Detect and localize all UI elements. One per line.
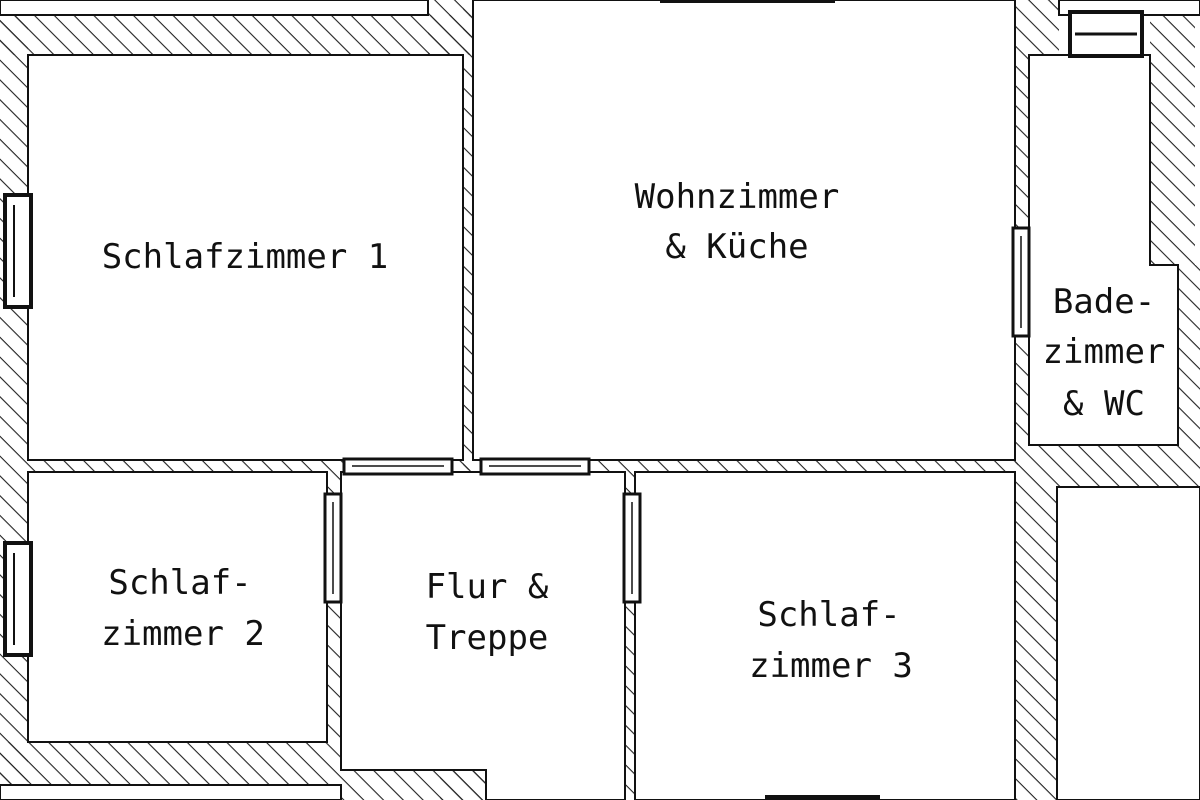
- window-icon: [3, 541, 33, 657]
- room-right-lower: [1056, 486, 1200, 800]
- label-wohnzimmer-line1: Wohnzimmer: [635, 177, 840, 217]
- room-bottom-left-fragment: [0, 784, 342, 800]
- wall-right-lower: [1029, 487, 1057, 800]
- wall-interior-vertical-1: [463, 0, 473, 470]
- room-flur: [340, 471, 626, 800]
- wall-right-top: [1029, 0, 1059, 55]
- door-icon: [323, 226, 1031, 604]
- wall-right-inner: [1015, 0, 1029, 800]
- label-schlafzimmer-3-line2: zimmer 3: [749, 646, 913, 686]
- label-bad-line2: zimmer: [1043, 332, 1166, 372]
- wall-top-left: [0, 15, 470, 55]
- room-wohnzimmer: [472, 0, 1016, 461]
- label-flur-line1: Flur &: [426, 567, 549, 607]
- room-bad: [1028, 54, 1179, 446]
- wall-left: [0, 15, 28, 785]
- label-schlafzimmer-1: Schlafzimmer 1: [102, 237, 389, 277]
- window-icon: [3, 193, 33, 309]
- label-wohnzimmer-line2: & Küche: [665, 227, 808, 267]
- label-schlafzimmer-2-line2: zimmer 2: [101, 614, 265, 654]
- label-schlafzimmer-3-line1: Schlaf-: [757, 595, 900, 635]
- room-schlafzimmer-3: [634, 471, 1016, 800]
- label-schlafzimmer-2-line1: Schlaf-: [108, 563, 251, 603]
- label-flur-line2: Treppe: [426, 618, 549, 658]
- room-schlafzimmer-1: [27, 54, 464, 461]
- wall-right-outer-lower: [1178, 265, 1200, 445]
- wall-bottom-left: [0, 742, 341, 785]
- room-schlafzimmer-2: [27, 471, 328, 743]
- label-bad-line3: & WC: [1063, 384, 1145, 424]
- wall-interior-vertical-3: [625, 472, 635, 800]
- label-bad-line1: Bade-: [1053, 282, 1155, 322]
- window-icon: [3, 0, 1144, 800]
- wall-right-outer-upper: [1150, 15, 1195, 265]
- room-top-left-fragment: [0, 0, 429, 16]
- wall-right-bath-bottom: [1029, 445, 1200, 487]
